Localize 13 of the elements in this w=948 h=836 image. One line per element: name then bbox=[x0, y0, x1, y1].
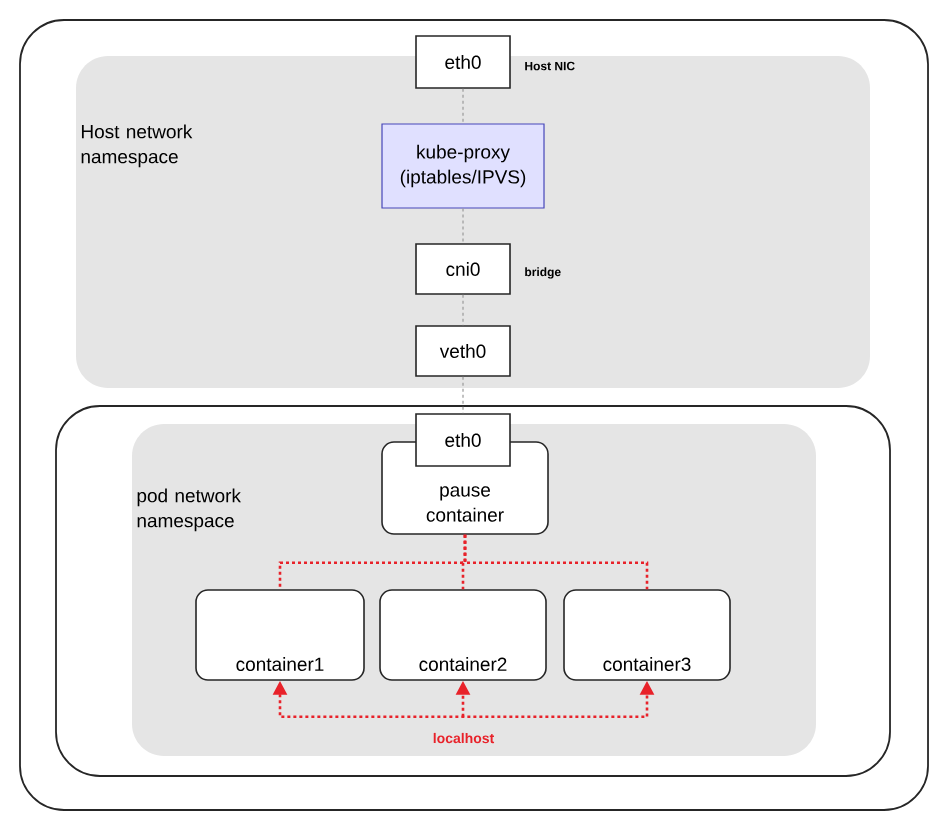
interface-box: cni0 bbox=[415, 243, 511, 295]
interface-box: eth0 bbox=[415, 413, 511, 467]
connector bbox=[462, 294, 464, 326]
connector bbox=[462, 88, 464, 124]
interface-box: veth0 bbox=[415, 325, 511, 377]
process-box: kube-proxy (iptables/IPVS) bbox=[381, 123, 545, 209]
connector bbox=[462, 208, 464, 244]
container-box: container2 bbox=[379, 589, 547, 681]
interface-box: eth0 bbox=[415, 35, 511, 89]
connector bbox=[462, 376, 464, 414]
connector bbox=[463, 534, 649, 590]
container-box: container1 bbox=[195, 589, 365, 681]
container-box: container3 bbox=[563, 589, 731, 681]
